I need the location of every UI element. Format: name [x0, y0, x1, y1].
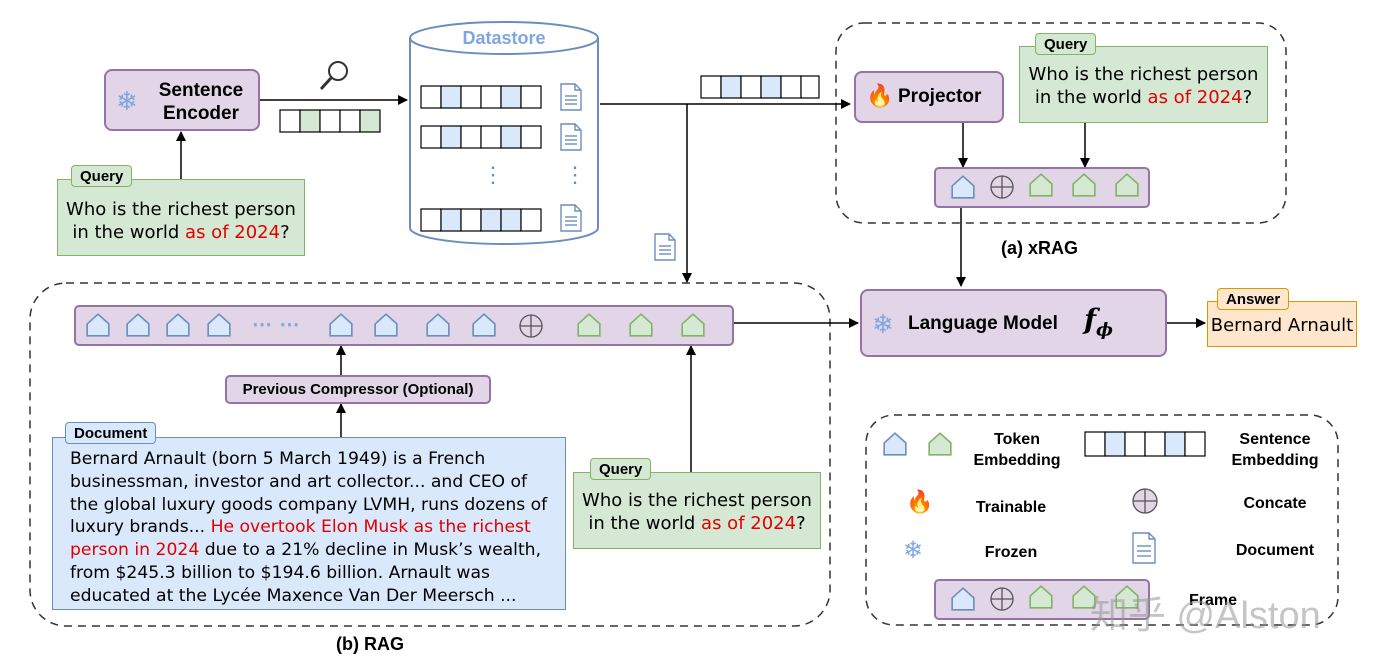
- snowflake-icon: ❄: [872, 309, 894, 339]
- query-xrag-highlight: as of 2024: [1147, 87, 1243, 108]
- projector-label: Projector: [898, 86, 982, 107]
- document-icon: [560, 123, 582, 151]
- fire-icon: 🔥: [866, 83, 894, 108]
- document-icon: [1132, 532, 1156, 564]
- datastore-dots: ⋮: [482, 162, 504, 187]
- rag-token-strip: [74, 305, 734, 346]
- concat-icon: [519, 314, 543, 338]
- document-icon: [560, 204, 582, 232]
- projector: 🔥 Projector: [854, 71, 1004, 123]
- query-xrag-line2-suffix: ?: [1242, 87, 1253, 108]
- previous-compressor: Previous Compressor (Optional): [225, 375, 491, 404]
- query-box-xrag: Who is the richest person in the world a…: [1019, 46, 1268, 123]
- concat-icon: [990, 587, 1014, 611]
- language-model: ❄ Language Model fϕ: [860, 289, 1167, 357]
- datastore-doc-dots: ⋮: [564, 162, 586, 187]
- datastore-title: Datastore: [462, 28, 546, 48]
- encoder-embedding: [279, 109, 381, 133]
- xrag-embedding: [700, 75, 820, 99]
- language-model-subscript: ϕ: [1096, 319, 1113, 341]
- encoder-label-line2: Encoder: [162, 103, 240, 124]
- query-box-rag: Who is the richest person in the world a…: [573, 472, 821, 549]
- answer-text: Bernard Arnault: [1210, 315, 1354, 336]
- answer-box: Bernard Arnault: [1207, 301, 1357, 347]
- legend-frame: [865, 414, 1339, 626]
- query-left-line2-prefix: in the world: [72, 222, 186, 243]
- query-left-line2-suffix: ?: [280, 222, 290, 243]
- query-rag-line1: Who is the richest person: [582, 490, 812, 511]
- query-rag-line2-suffix: ?: [796, 513, 806, 534]
- query-box-left: Who is the richest person in the world a…: [57, 179, 305, 256]
- watermark: 知乎 @Alston: [1090, 595, 1321, 637]
- fire-icon: 🔥: [906, 489, 934, 514]
- legend-frame: Frame: [1188, 592, 1238, 609]
- rag-frame: [29, 282, 831, 627]
- query-xrag-line2-prefix: in the world: [1034, 87, 1148, 108]
- language-model-symbol: f: [1084, 303, 1097, 336]
- snowflake-icon: ❄: [903, 537, 924, 564]
- magnifier-icon: [319, 61, 348, 91]
- encoder-label-line1: Sentence: [158, 80, 244, 101]
- legend-document: Document: [1235, 542, 1315, 559]
- query-tag-rag: Query: [590, 458, 652, 480]
- xrag-frame: [835, 22, 1287, 224]
- document-tag: Document: [65, 422, 157, 444]
- previous-compressor-label: Previous Compressor (Optional): [242, 381, 474, 398]
- document-text-before: Bernard Arnault (born 5 March 1949) is a…: [70, 449, 548, 538]
- document-highlight: He overtook Elon Musk as the richest per…: [70, 517, 531, 561]
- document-icon: [560, 83, 582, 111]
- query-rag-highlight: as of 2024: [701, 513, 797, 534]
- document-icon: [654, 233, 676, 261]
- rag-token-dots: ⋯ ⋯: [252, 314, 301, 336]
- query-left-highlight: as of 2024: [185, 222, 281, 243]
- document-text-after: due to a 21% decline in Musk’s wealth, f…: [70, 540, 542, 606]
- legend-frozen: Frozen: [984, 544, 1038, 561]
- language-model-label: Language Model: [908, 313, 1058, 334]
- document-box: Bernard Arnault (born 5 March 1949) is a…: [52, 437, 566, 610]
- legend-token-embedding: Token Embedding: [973, 431, 1061, 469]
- legend-concate: Concate: [1243, 495, 1307, 512]
- query-rag-line2-prefix: in the world: [588, 513, 702, 534]
- legend-graphics: [883, 431, 1206, 620]
- concat-icon: [1132, 488, 1158, 514]
- datastore-embeddings: [420, 85, 542, 232]
- query-left-line1: Who is the richest person: [66, 199, 296, 220]
- query-xrag-line1: Who is the richest person: [1028, 64, 1259, 85]
- legend-sentence-embedding: Sentence Embedding: [1231, 431, 1319, 469]
- rag-label: (b) RAG: [336, 634, 404, 654]
- xrag-label: (a) xRAG: [1001, 238, 1079, 258]
- sentence-encoder: ❄ Sentence Encoder: [104, 69, 260, 131]
- answer-tag: Answer: [1217, 288, 1290, 310]
- legend-trainable: Trainable: [975, 499, 1047, 516]
- query-tag-left: Query: [71, 165, 133, 187]
- xrag-token-strip: [934, 167, 1150, 208]
- query-tag-xrag: Query: [1035, 33, 1097, 55]
- snowflake-icon: ❄: [116, 86, 138, 116]
- concat-icon: [990, 175, 1014, 199]
